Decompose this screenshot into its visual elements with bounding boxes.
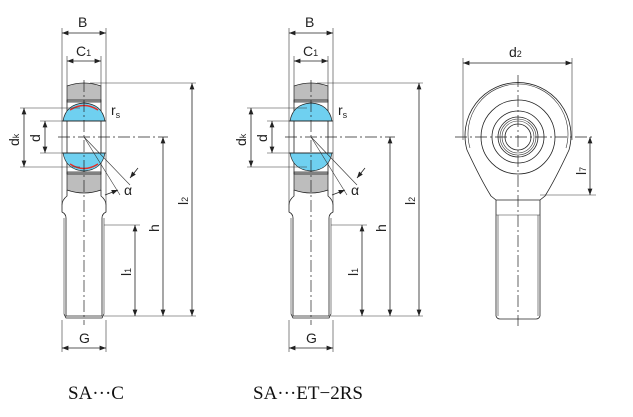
label-b: B — [78, 14, 87, 30]
label-rs: rs — [338, 102, 348, 120]
caption-sa-et-2rs: SA···ET−2RS — [253, 383, 363, 404]
side-view-sa-c: B C1 rs dk d α l2 h l1 G — [6, 14, 196, 352]
label-d: d — [254, 134, 270, 142]
label-l1: l1 — [345, 268, 361, 276]
label-dk: dk — [6, 133, 22, 146]
label-l2: l2 — [402, 197, 418, 205]
housing-top — [293, 82, 329, 103]
front-view: d2 l7 — [455, 44, 596, 326]
label-alpha: α — [124, 182, 132, 198]
label-h: h — [146, 224, 162, 232]
label-b: B — [305, 14, 314, 30]
label-d2: d2 — [509, 44, 522, 60]
label-g: G — [79, 330, 90, 346]
label-rs: rs — [111, 102, 121, 120]
label-c1: C1 — [303, 43, 318, 59]
label-l2: l2 — [175, 197, 191, 205]
label-c1: C1 — [76, 43, 91, 59]
side-view-sa-et-2rs: B C1 rs dk d α l2 h l1 G — [233, 14, 423, 352]
label-alpha: α — [351, 182, 359, 198]
label-g: G — [306, 330, 317, 346]
caption-sa-c: SA···C — [68, 383, 124, 404]
label-l1: l1 — [118, 268, 134, 276]
label-h: h — [373, 224, 389, 232]
label-l7: l7 — [573, 167, 589, 175]
label-dk: dk — [233, 133, 249, 146]
label-d: d — [27, 134, 43, 142]
housing-top — [66, 82, 102, 103]
